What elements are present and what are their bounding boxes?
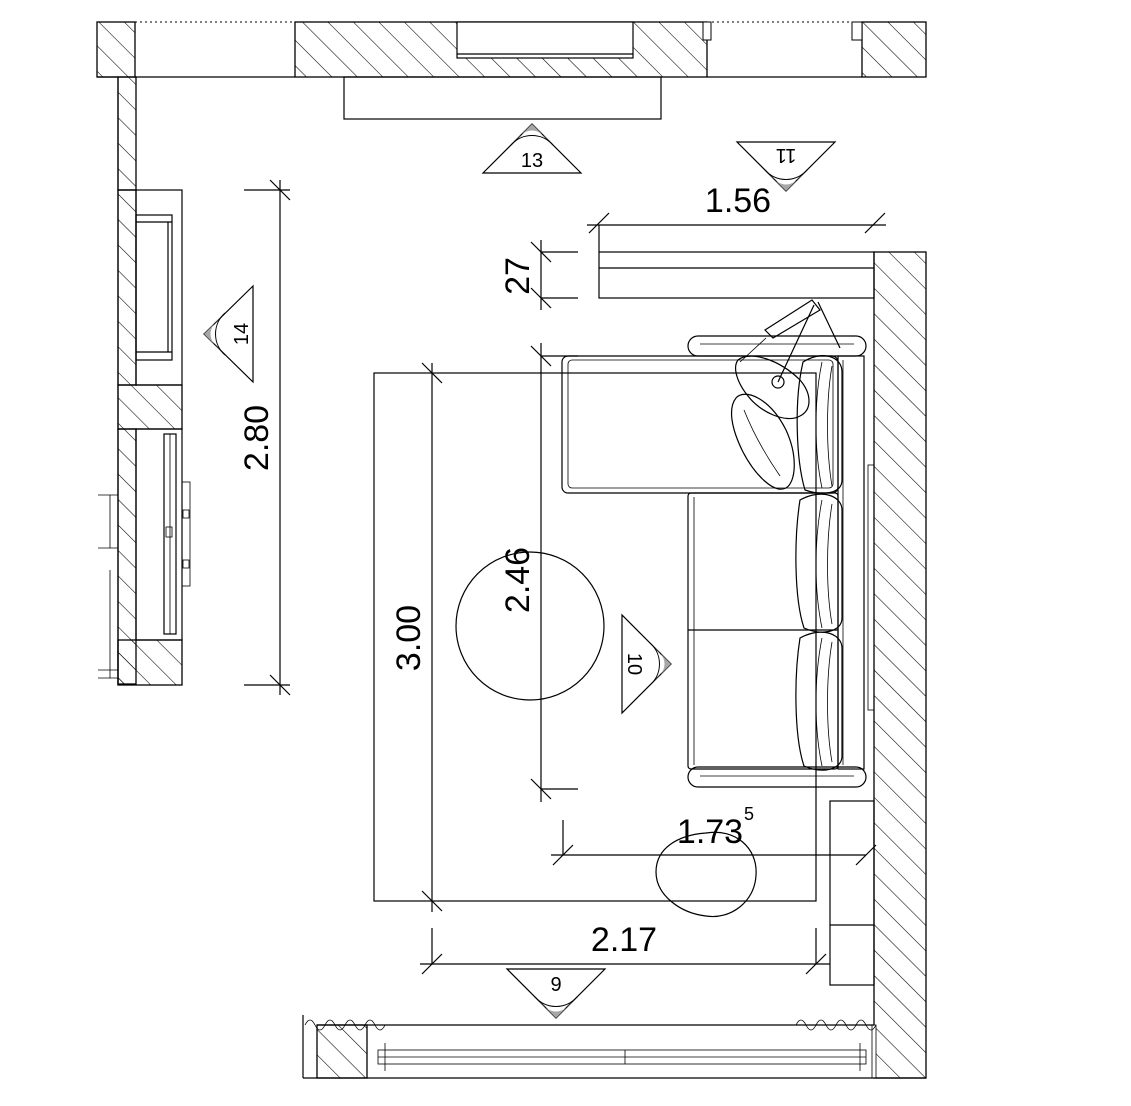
- dimension-top-width: 1.56: [705, 182, 771, 220]
- armrest-bottom: [687, 766, 867, 788]
- wall-top-left-pier: [96, 21, 136, 78]
- tv-console: [135, 428, 183, 641]
- top-console: [343, 76, 662, 120]
- wall-top-right-pier: [861, 21, 927, 78]
- top-right-shelf: [598, 251, 875, 299]
- right-low-cabinet: [829, 800, 875, 986]
- wall-left-upper: [117, 76, 137, 191]
- furniture: [343, 76, 875, 986]
- view-marker-11-label: 11: [776, 144, 797, 166]
- curtain-left: [304, 1019, 386, 1031]
- side-table: [655, 831, 757, 918]
- left-niche-cabinet: [135, 189, 183, 386]
- walls: [96, 21, 927, 1079]
- view-marker-11[interactable]: 11: [735, 141, 837, 192]
- dimension-rug-width: 2.17: [591, 921, 657, 959]
- dimension-sofa-length: 2.46: [499, 547, 537, 613]
- dimension-chaise-width: 1.73: [677, 813, 743, 851]
- curtain-right: [795, 1019, 877, 1031]
- wall-right: [873, 251, 927, 1079]
- view-marker-14-label: 14: [231, 323, 253, 345]
- view-marker-13[interactable]: 13: [481, 123, 583, 174]
- wall-bottom-left-pier: [316, 1024, 368, 1079]
- rug: [373, 372, 817, 902]
- wall-left-niche-back: [117, 189, 137, 386]
- view-marker-10[interactable]: 10: [621, 613, 672, 715]
- dimension-lines: [244, 179, 886, 975]
- back-cushions: [795, 355, 843, 771]
- view-marker-14[interactable]: 14: [203, 284, 254, 384]
- floor-lamp: [739, 299, 841, 389]
- dimension-left-wall: 2.80: [238, 405, 276, 471]
- throw-blanket: [735, 355, 810, 420]
- coffee-table: [455, 551, 605, 701]
- view-marker-9[interactable]: 9: [505, 968, 607, 1019]
- dimension-shelf-depth: 27: [499, 257, 537, 295]
- left-shelf-unit: [135, 214, 173, 361]
- view-marker-9-label: 9: [550, 974, 561, 996]
- throw-pillow: [730, 393, 795, 490]
- wall-left-pier: [117, 384, 183, 430]
- view-marker-13-label: 13: [521, 150, 543, 172]
- view-marker-10-label: 10: [623, 653, 645, 675]
- wall-left-bottom: [117, 639, 183, 686]
- top-window-recess: [456, 21, 634, 59]
- dimension-chaise-width-sup: 5: [744, 804, 754, 824]
- dimension-rug-length: 3.00: [390, 605, 428, 671]
